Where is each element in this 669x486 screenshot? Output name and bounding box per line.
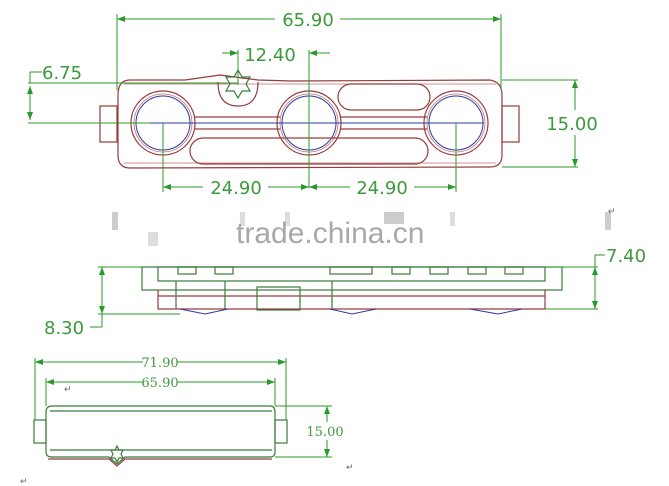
top-view: 65.90 12.40 6.75 15.00 24.90 24.90 <box>27 10 598 199</box>
dim-overall-length: 65.90 <box>282 10 334 31</box>
side-view: 7.40 8.30 <box>44 246 646 339</box>
paragraph-mark: ↵ <box>346 462 354 472</box>
bottom-view: 71.90 65.90 15.00 <box>33 356 344 467</box>
dim-bottom-height: 15.00 <box>306 425 343 440</box>
top-view-body-outline <box>117 74 503 169</box>
star-icon <box>110 444 124 464</box>
dim-height: 15.00 <box>546 114 598 135</box>
watermark: trade.china.cn <box>112 212 611 250</box>
dim-notch-offset: 12.40 <box>244 45 296 66</box>
dim-body-length: 65.90 <box>141 376 178 391</box>
dim-total-height: 8.30 <box>44 318 84 339</box>
star-icon <box>224 68 252 100</box>
right-tab <box>501 105 520 143</box>
dim-pitch-left: 24.90 <box>210 178 262 199</box>
upper-slot <box>337 83 431 111</box>
dim-overall-length-with-tabs: 71.90 <box>141 356 178 371</box>
dim-pitch-right: 24.90 <box>356 178 408 199</box>
dim-notch-depth: 6.75 <box>42 63 82 84</box>
watermark-text: trade.china.cn <box>236 217 424 250</box>
paragraph-mark: ↵ <box>64 384 72 394</box>
dim-body-height: 7.40 <box>606 246 646 267</box>
paragraph-mark: ↵ <box>608 206 616 216</box>
left-tab <box>99 105 118 143</box>
paragraph-mark: ↵ <box>20 476 28 486</box>
